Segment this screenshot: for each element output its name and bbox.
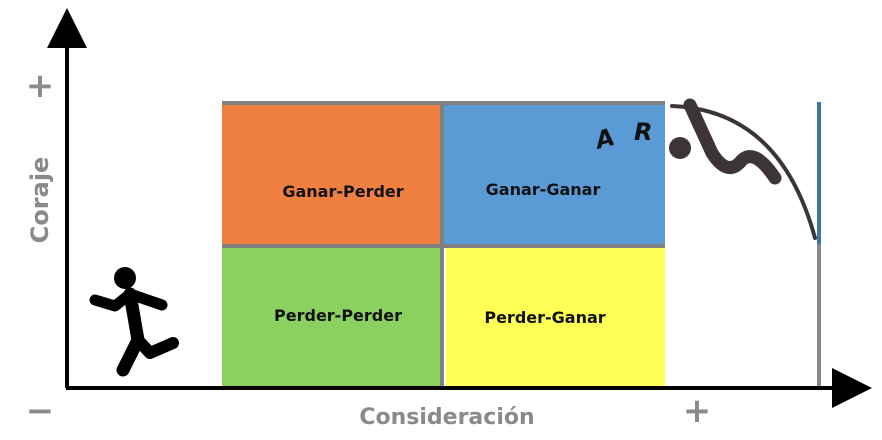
quadrant-label: Perder-Ganar xyxy=(484,308,605,327)
quadrant-label: Perder-Perder xyxy=(274,306,402,325)
x-plus-label: + xyxy=(683,391,712,431)
quadrant-label: Ganar-Perder xyxy=(282,182,403,201)
quadrant-label: Ganar-Ganar xyxy=(486,180,601,199)
quadrant-ganar-ganar xyxy=(443,102,665,245)
y-axis-label: Coraje xyxy=(26,157,54,244)
x-axis-label: Consideración xyxy=(359,405,534,430)
y-plus-label: + xyxy=(26,66,55,106)
running-person-icon xyxy=(89,267,179,377)
quadrant-ganar-perder xyxy=(222,102,440,245)
quadrant-perder-ganar xyxy=(446,248,665,386)
origin-minus-label: − xyxy=(26,391,55,431)
quadrant-perder-perder xyxy=(222,248,440,386)
annotation-letter: R xyxy=(634,118,652,146)
pole-vaulter-icon xyxy=(669,98,817,240)
